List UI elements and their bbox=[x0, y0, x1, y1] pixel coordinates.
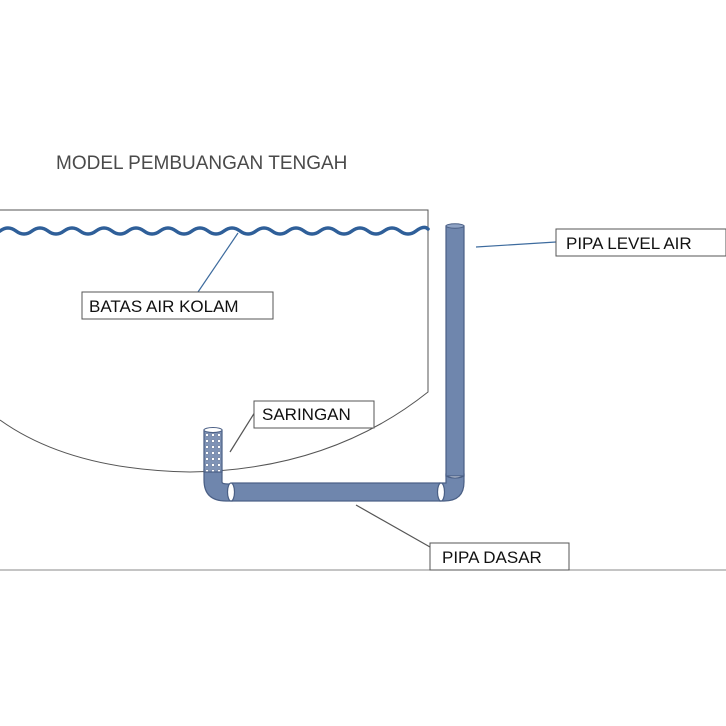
label-level-pipe: PIPA LEVEL AIR bbox=[555, 228, 726, 257]
diagram-title: MODEL PEMBUANGAN TENGAH bbox=[56, 153, 347, 174]
label-bottom-pipe: PIPA DASAR bbox=[429, 542, 570, 571]
water-level-leader-line bbox=[197, 232, 239, 293]
label-filter: SARINGAN bbox=[253, 400, 375, 429]
label-level-pipe-text: PIPA LEVEL AIR bbox=[566, 234, 692, 253]
label-box bbox=[429, 542, 570, 571]
label-bottom-pipe-text: PIPA DASAR bbox=[442, 548, 542, 567]
bottom-pipe-body bbox=[231, 482, 441, 502]
strainer-top bbox=[203, 427, 223, 433]
level-pipe-top-opening bbox=[445, 223, 465, 229]
label-water-level: BATAS AIR KOLAM bbox=[81, 291, 274, 320]
perforated-strainer-icon bbox=[203, 427, 223, 473]
level-pipe-body bbox=[445, 225, 465, 477]
label-box bbox=[555, 228, 726, 257]
left-pipe-joint bbox=[226, 482, 236, 502]
right-pipe-joint bbox=[436, 482, 446, 502]
bottom-pipe bbox=[203, 469, 465, 502]
level-pipe-leader-line bbox=[475, 241, 557, 248]
water-surface-wave bbox=[0, 225, 430, 236]
filter-leader-line bbox=[229, 411, 256, 453]
label-filter-text: SARINGAN bbox=[262, 405, 351, 424]
strainer-body bbox=[203, 429, 223, 473]
label-water-level-text: BATAS AIR KOLAM bbox=[89, 297, 239, 316]
label-box bbox=[81, 291, 274, 320]
label-box bbox=[253, 400, 375, 429]
bottom-pipe-leader-line bbox=[355, 504, 431, 548]
